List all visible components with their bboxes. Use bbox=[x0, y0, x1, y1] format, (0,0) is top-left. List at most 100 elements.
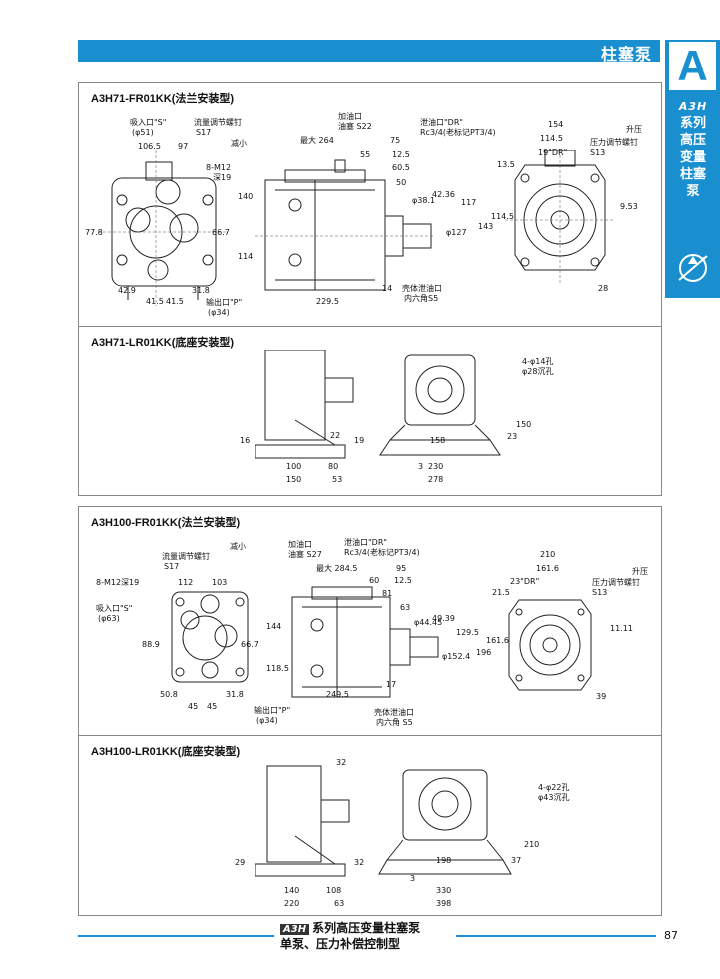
dim-41-5a: 41.5 bbox=[146, 297, 164, 306]
dim-suction-label: 吸入口"S" bbox=[130, 118, 167, 127]
drain-label: 泄油口"DR" bbox=[420, 118, 464, 127]
side-tab-line4: 泵 bbox=[686, 184, 700, 199]
dim-161-6: 161.6 bbox=[536, 564, 559, 573]
shaft-dia-2: 49.39 bbox=[432, 614, 455, 623]
dim-80: 80 bbox=[328, 462, 339, 471]
dim-196: 196 bbox=[476, 648, 492, 657]
pressure-adjust-label: 压力调节螺钉 bbox=[592, 578, 640, 587]
flow-adjust-label: 流量调节螺钉 bbox=[162, 552, 210, 561]
panel-a3h100: A3H100-FR01KK(法兰安装型) A3H100-LR01KK(底座安装型… bbox=[78, 506, 662, 916]
a3h100-base-front-view bbox=[378, 769, 512, 875]
dim-28: 28 bbox=[598, 284, 609, 293]
dim-278: 278 bbox=[428, 475, 444, 484]
dim-230: 230 bbox=[428, 462, 444, 471]
hex-label: 内六角 S5 bbox=[376, 718, 413, 727]
dim-97: 97 bbox=[178, 142, 189, 151]
oil-inlet-label: 加油口 bbox=[338, 112, 362, 121]
dim-suction-label: 吸入口"S" bbox=[96, 604, 133, 613]
pressure-adjust-label: 压力调节螺钉 bbox=[590, 138, 638, 147]
dim-220: 220 bbox=[284, 899, 300, 908]
dim-398: 398 bbox=[436, 899, 452, 908]
a3h71-base-side-view bbox=[255, 350, 354, 459]
side-tab: A A3H 系列 高压 变量 柱塞 泵 bbox=[665, 40, 720, 298]
dim-29: 29 bbox=[235, 858, 246, 867]
dim-140: 140 bbox=[238, 192, 254, 201]
footer-rule-left bbox=[78, 935, 274, 937]
pressure-adjust-size: S13 bbox=[592, 588, 608, 597]
counterbore-label: φ43沉孔 bbox=[538, 793, 570, 802]
footer-line2: 单泵、压力补偿控制型 bbox=[280, 937, 401, 951]
header-title: 柱塞泵 bbox=[600, 45, 652, 64]
side-tab-series: 系列 bbox=[679, 116, 706, 131]
shaft-dia-3: φ152.4 bbox=[442, 652, 471, 661]
dim-3: 3 bbox=[410, 874, 416, 883]
dim-32-v: 32 bbox=[354, 858, 365, 867]
oil-inlet-label: 加油口 bbox=[288, 540, 312, 549]
dim-106-5: 106.5 bbox=[138, 142, 161, 151]
dim-75: 75 bbox=[390, 136, 401, 145]
flow-adjust-size: S17 bbox=[196, 128, 212, 137]
dim-330: 330 bbox=[436, 886, 452, 895]
panel-a3h71: A3H71-FR01KK(法兰安装型) A3H71-LR01KK(底座安装型) bbox=[78, 82, 662, 496]
dim-210: 210 bbox=[540, 550, 556, 559]
dim-17: 17 bbox=[386, 680, 397, 689]
dim-39: 39 bbox=[596, 692, 607, 701]
dim-143: 143 bbox=[478, 222, 494, 231]
hex-label: 内六角S5 bbox=[404, 294, 439, 303]
dim-150-v: 150 bbox=[516, 420, 532, 429]
dim-max-264: 最大 264 bbox=[300, 136, 334, 145]
dim-22: 22 bbox=[330, 431, 341, 440]
a3h71-base-front-view bbox=[379, 354, 501, 456]
outlet-label: 输出口"P" bbox=[206, 298, 243, 307]
dim-16: 16 bbox=[240, 436, 251, 445]
oil-plug-label: 油塞 S22 bbox=[338, 122, 372, 131]
bolt-spec-label: 8-M12深19 bbox=[96, 578, 140, 587]
dim-112: 112 bbox=[178, 578, 194, 587]
dim-3: 3 bbox=[418, 462, 424, 471]
section-title-a3h71-lr: A3H71-LR01KK(底座安装型) bbox=[91, 337, 235, 349]
dim-dr-23: 23"DR" bbox=[510, 577, 540, 586]
oil-plug-label: 油塞 S27 bbox=[288, 550, 322, 559]
dim-229-5: 229.5 bbox=[316, 297, 339, 306]
holes-label: 4-φ14孔 bbox=[522, 357, 554, 366]
section-title-a3h71-fr: A3H71-FR01KK(法兰安装型) bbox=[91, 93, 235, 105]
a3h71-rear-view bbox=[505, 150, 615, 285]
dim-dr-19: 19"DR" bbox=[538, 148, 568, 157]
pump-symbol-icon bbox=[678, 254, 708, 282]
page-number: 87 bbox=[664, 929, 678, 942]
side-tab-logo: A3H bbox=[678, 100, 708, 113]
dim-158: 158 bbox=[430, 436, 446, 445]
case-drain-label: 壳体泄油口 bbox=[374, 708, 414, 717]
a3h100-front-view bbox=[171, 591, 249, 683]
bolt-spec-label: 8-M12 bbox=[206, 163, 232, 172]
outlet-dia: (φ34) bbox=[208, 308, 230, 317]
footer-line1: 系列高压变量柱塞泵 bbox=[312, 921, 421, 935]
dim-suction-dia: (φ63) bbox=[98, 614, 120, 623]
side-tab-letter: A bbox=[669, 42, 716, 90]
shaft-dia-1: φ38.1 bbox=[412, 196, 436, 205]
header-bar: 柱塞泵 bbox=[78, 40, 660, 64]
dim-50: 50 bbox=[396, 178, 407, 187]
section-divider bbox=[79, 735, 661, 736]
decrease-label: 减小 bbox=[231, 139, 247, 148]
dim-53: 53 bbox=[332, 475, 343, 484]
dim-19: 19 bbox=[354, 436, 365, 445]
dim-12-5: 12.5 bbox=[392, 150, 410, 159]
dim-63: 63 bbox=[400, 603, 411, 612]
side-tab-line3: 柱塞 bbox=[679, 167, 706, 182]
dim-14: 14 bbox=[382, 284, 393, 293]
dim-114: 114 bbox=[238, 252, 254, 261]
dim-66-7: 66.7 bbox=[241, 640, 259, 649]
dim-12-5: 12.5 bbox=[394, 576, 412, 585]
dim-41-5b: 41.5 bbox=[166, 297, 184, 306]
dim-103: 103 bbox=[212, 578, 228, 587]
a3h71-front-view bbox=[98, 150, 228, 306]
dim-60: 60 bbox=[369, 576, 380, 585]
dim-95: 95 bbox=[396, 564, 407, 573]
dim-114-5: 114.5 bbox=[540, 134, 563, 143]
section-title-a3h100-fr: A3H100-FR01KK(法兰安装型) bbox=[91, 517, 241, 529]
dim-63: 63 bbox=[334, 899, 345, 908]
dim-77-8: 77.8 bbox=[85, 228, 103, 237]
dim-100: 100 bbox=[286, 462, 302, 471]
